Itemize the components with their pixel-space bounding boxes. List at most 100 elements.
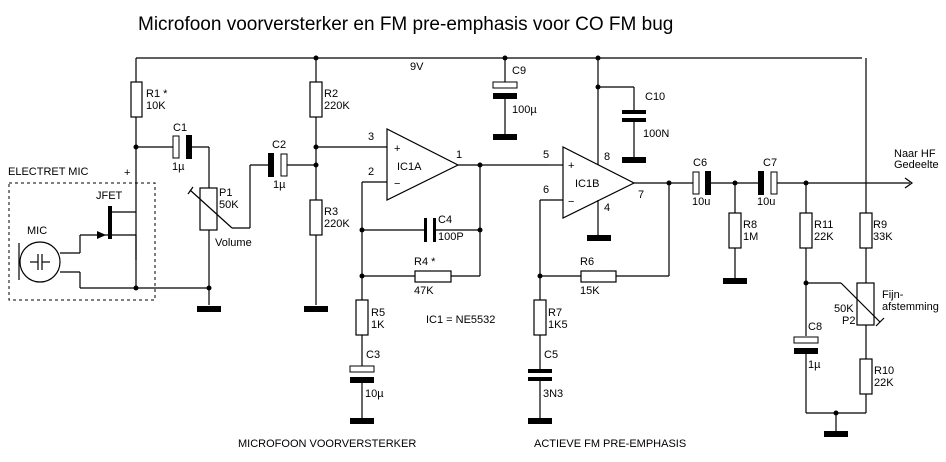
svg-text:100µ: 100µ	[512, 104, 537, 116]
resistor-R7: R7 1K5	[533, 299, 568, 336]
svg-text:IC1A: IC1A	[397, 161, 422, 173]
jfet-label: JFET	[96, 190, 123, 202]
svg-text:1K: 1K	[371, 319, 385, 331]
svg-text:C5: C5	[544, 349, 558, 361]
svg-text:5: 5	[543, 149, 549, 161]
supply-label: 9V	[410, 61, 424, 73]
svg-text:P1: P1	[219, 187, 232, 199]
ground-icon	[350, 418, 374, 424]
svg-text:afstemming: afstemming	[882, 301, 939, 313]
svg-text:100N: 100N	[643, 128, 669, 140]
svg-text:−: −	[568, 196, 574, 208]
ground-icon	[528, 418, 552, 424]
svg-text:3: 3	[368, 131, 374, 143]
svg-text:C7: C7	[763, 157, 777, 169]
resistor-R4: R4 * 47K	[362, 256, 480, 297]
svg-text:7: 7	[638, 189, 644, 201]
ground-icon	[197, 306, 221, 312]
svg-text:C10: C10	[645, 91, 665, 103]
svg-text:15K: 15K	[580, 285, 600, 297]
microphone-icon	[18, 235, 209, 289]
jfet-symbol	[80, 206, 137, 288]
svg-text:22K: 22K	[814, 231, 834, 243]
capacitor-C2: C2 1µ	[250, 139, 316, 191]
title: Microfoon voorversterker en FM pre-empha…	[138, 14, 673, 35]
svg-text:220K: 220K	[324, 218, 350, 230]
svg-text:R4 *: R4 *	[414, 256, 436, 268]
svg-text:R8: R8	[743, 219, 757, 231]
svg-text:P2: P2	[842, 315, 855, 327]
mic-label: MIC	[27, 225, 47, 237]
svg-text:6: 6	[543, 184, 549, 196]
svg-text:4: 4	[604, 202, 610, 214]
plus-sign: +	[124, 167, 130, 179]
resistor-R2: R2 220K	[309, 58, 350, 200]
ic-note: IC1 = NE5532	[426, 314, 495, 326]
svg-text:C2: C2	[272, 139, 286, 151]
svg-text:R9: R9	[873, 219, 887, 231]
svg-text:R1 *: R1 *	[146, 88, 168, 100]
svg-text:IC1B: IC1B	[575, 178, 599, 190]
section-preemphasis: ACTIEVE FM PRE-EMPHASIS	[534, 438, 686, 450]
svg-text:10u: 10u	[757, 196, 775, 208]
svg-text:C9: C9	[512, 65, 526, 77]
resistor-R10: R10 22K	[859, 358, 894, 413]
svg-text:C1: C1	[173, 122, 187, 134]
svg-text:R11: R11	[814, 219, 833, 231]
potentiometer-P2[interactable]: 50K P2 Fijn- afstemming	[806, 282, 939, 359]
svg-text:10u: 10u	[692, 196, 710, 208]
ground-icon	[622, 157, 646, 163]
electret-mic-box	[8, 182, 156, 301]
svg-text:1M: 1M	[743, 231, 758, 243]
section-preamp: MICROFOON VOORVERSTERKER	[238, 438, 416, 450]
ground-icon	[587, 235, 611, 241]
electret-label: ELECTRET MIC	[8, 166, 89, 178]
svg-text:C3: C3	[366, 349, 380, 361]
svg-text:50K: 50K	[219, 199, 239, 211]
svg-text:+: +	[568, 160, 574, 172]
resistor-R9: R9 33K	[859, 58, 893, 283]
capacitor-C6: C6 10u	[692, 157, 760, 208]
resistor-R3: R3 220K	[309, 199, 350, 305]
svg-text:−: −	[394, 178, 400, 190]
capacitor-C3: C3 10µ	[349, 335, 384, 418]
resistor-R11: R11 22K	[799, 183, 834, 336]
potentiometer-P1[interactable]: P1 50K Volume	[187, 165, 252, 305]
svg-text:220K: 220K	[324, 100, 350, 112]
ground-icon	[493, 134, 517, 140]
svg-text:Fijn-: Fijn-	[882, 289, 904, 301]
svg-text:8: 8	[604, 151, 610, 163]
resistor-R1: R1 * 10K	[130, 58, 168, 260]
svg-text:C4: C4	[438, 214, 452, 226]
svg-text:2: 2	[368, 166, 374, 178]
output-label-line1: Naar HF	[894, 148, 936, 160]
ground-icon	[723, 278, 747, 284]
capacitor-C1: C1 1µ	[136, 122, 210, 188]
svg-text:R2: R2	[324, 88, 338, 100]
capacitor-C8: C8 1µ	[793, 321, 866, 414]
svg-text:1µ: 1µ	[273, 179, 286, 191]
ground-icon	[304, 306, 328, 312]
svg-text:50K: 50K	[834, 303, 854, 315]
capacitor-C5: C5 3N3	[528, 335, 563, 418]
svg-text:3N3: 3N3	[543, 388, 563, 400]
svg-text:1µ: 1µ	[808, 359, 821, 371]
opamp-IC1B: + − IC1B 5 6 7 8 4	[539, 58, 697, 300]
svg-text:1µ: 1µ	[172, 161, 185, 173]
svg-text:1K5: 1K5	[548, 319, 568, 331]
capacitor-C7: C7 10u	[757, 157, 914, 208]
svg-text:33K: 33K	[873, 231, 893, 243]
svg-text:C6: C6	[693, 157, 707, 169]
resistor-R6: R6 15K	[540, 256, 669, 297]
resistor-R8: R8 1M	[728, 183, 758, 278]
svg-text:Volume: Volume	[215, 237, 252, 249]
svg-text:R7: R7	[548, 307, 562, 319]
svg-text:1: 1	[456, 149, 462, 161]
svg-text:10µ: 10µ	[365, 388, 384, 400]
opamp-IC1A: + − IC1A 3 2 1	[316, 128, 549, 300]
capacitor-C10: C10 100N	[598, 86, 669, 157]
svg-text:10K: 10K	[146, 100, 166, 112]
svg-text:R6: R6	[580, 256, 594, 268]
capacitor-C4: C4 100P	[362, 214, 480, 243]
